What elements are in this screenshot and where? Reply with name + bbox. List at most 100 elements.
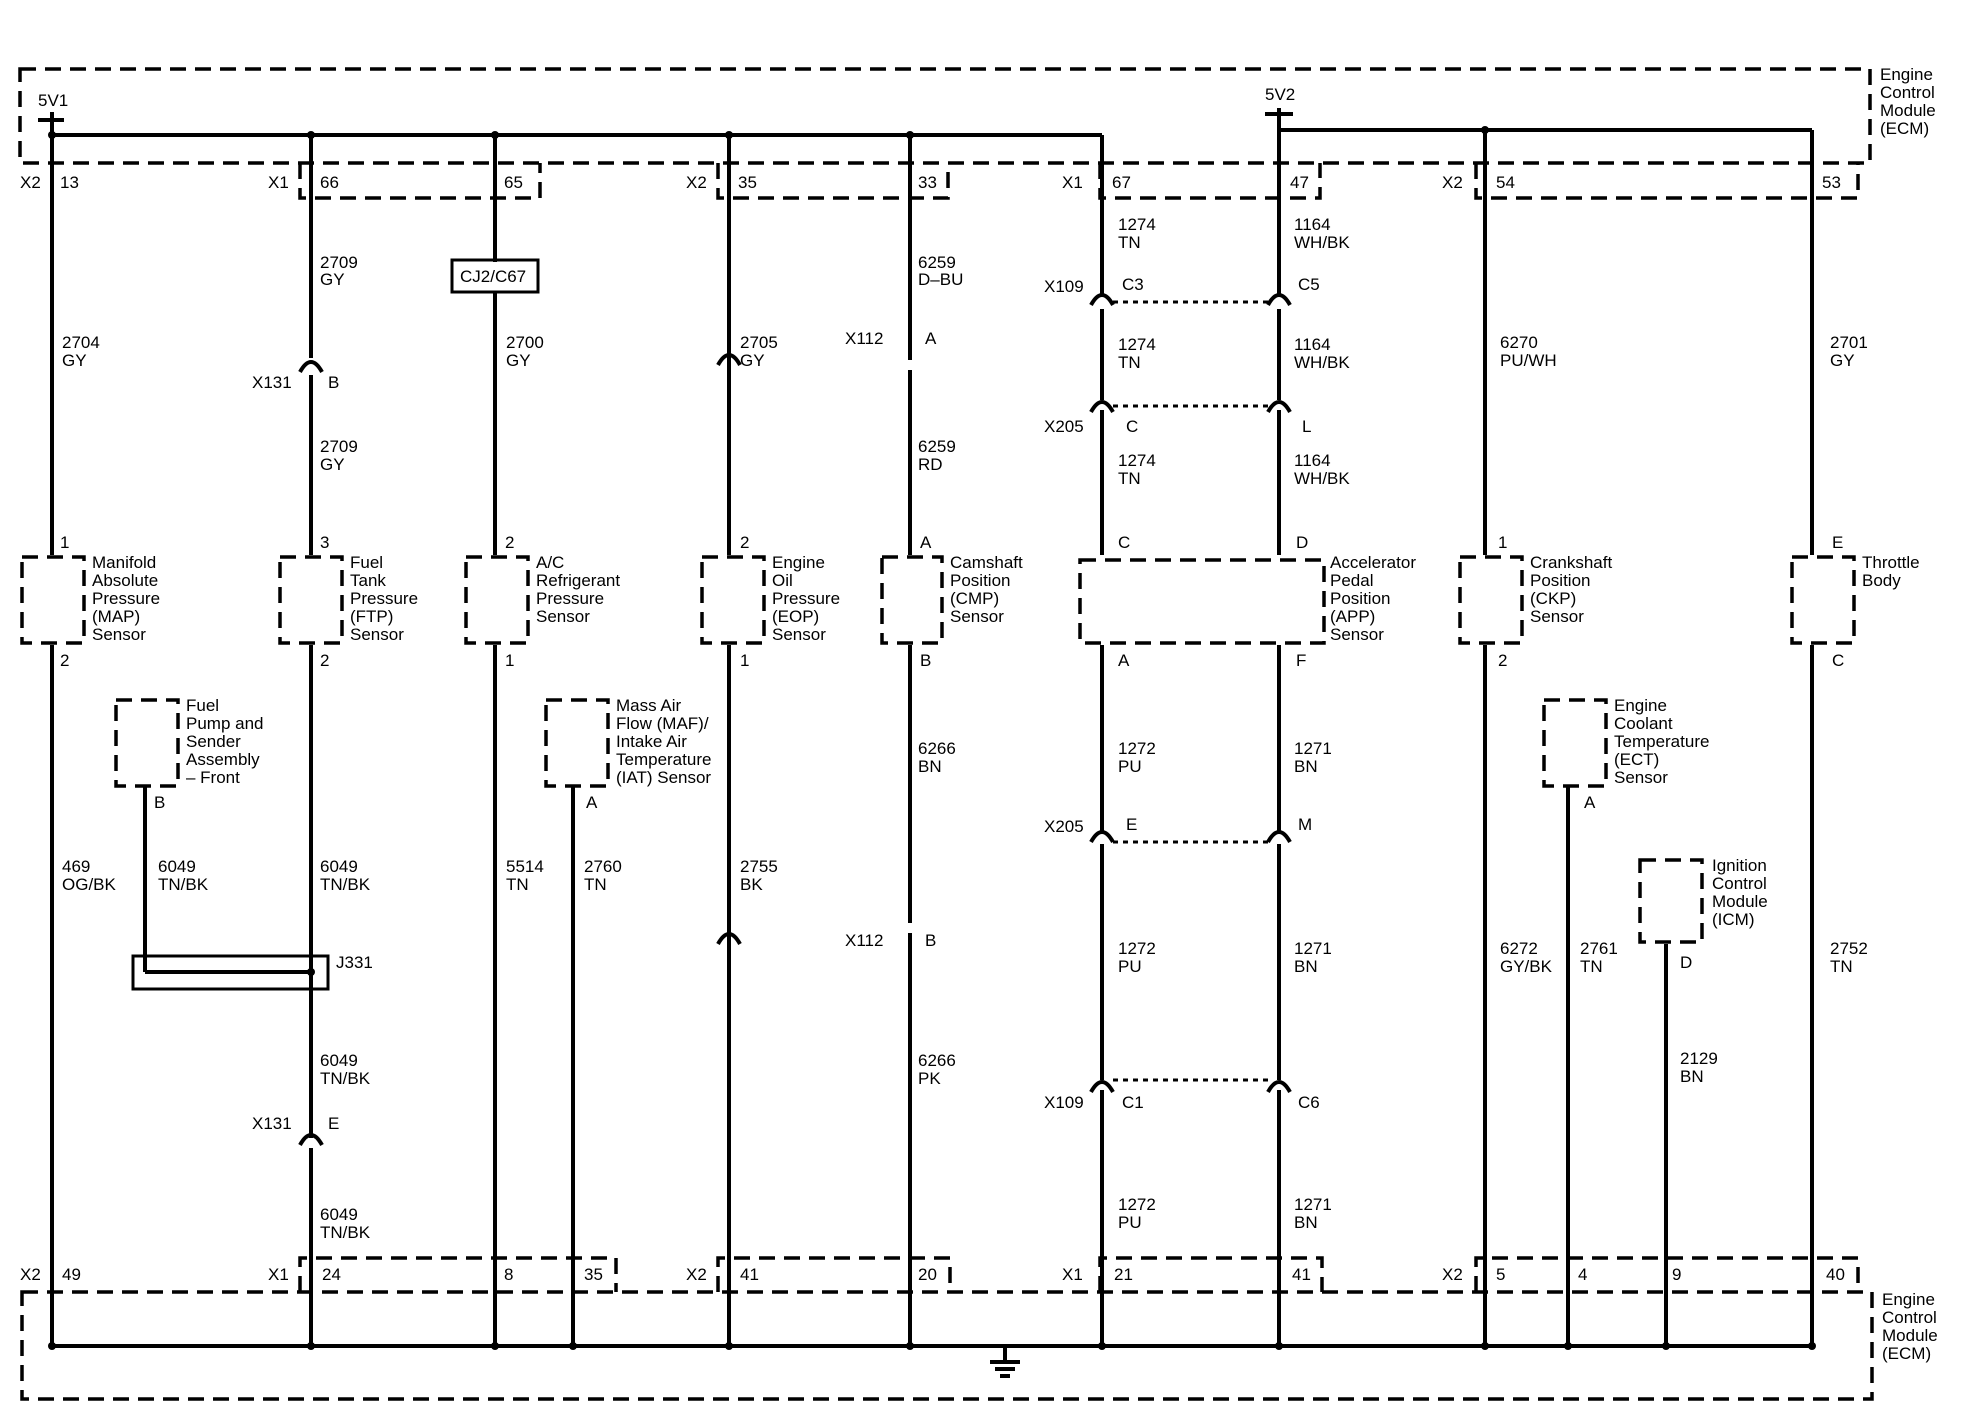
svg-text:6270: 6270 [1500, 333, 1538, 352]
svg-text:35: 35 [584, 1265, 603, 1284]
svg-text:Position: Position [1530, 571, 1590, 590]
svg-text:TN: TN [1118, 233, 1141, 252]
svg-text:B: B [154, 793, 165, 812]
junction-dots [48, 126, 1816, 1350]
svg-text:Absolute: Absolute [92, 571, 158, 590]
svg-text:GY: GY [320, 455, 345, 474]
svg-text:X2: X2 [1442, 1265, 1463, 1284]
supply-5v1: 5V1 [38, 91, 1104, 160]
svg-text:6259: 6259 [918, 253, 956, 272]
svg-text:6272: 6272 [1500, 939, 1538, 958]
svg-text:Oil: Oil [772, 571, 793, 590]
svg-text:1271: 1271 [1294, 939, 1332, 958]
svg-text:TN/BK: TN/BK [320, 1223, 371, 1242]
svg-text:Control: Control [1880, 83, 1935, 102]
svg-text:C3: C3 [1122, 275, 1144, 294]
svg-text:Pump and: Pump and [186, 714, 264, 733]
svg-text:D: D [1296, 533, 1308, 552]
svg-text:(CMP): (CMP) [950, 589, 999, 608]
svg-text:A: A [1584, 793, 1596, 812]
svg-text:Control: Control [1882, 1308, 1937, 1327]
svg-text:Sender: Sender [186, 732, 241, 751]
svg-text:Module: Module [1882, 1326, 1938, 1345]
svg-text:Accelerator: Accelerator [1330, 553, 1416, 572]
svg-text:M: M [1298, 815, 1312, 834]
svg-text:C5: C5 [1298, 275, 1320, 294]
svg-text:3: 3 [320, 533, 329, 552]
svg-text:TN/BK: TN/BK [320, 875, 371, 894]
svg-text:20: 20 [918, 1265, 937, 1284]
svg-text:Sensor: Sensor [772, 625, 826, 644]
svg-text:1: 1 [60, 533, 69, 552]
svg-text:Module: Module [1880, 101, 1936, 120]
svg-text:X2: X2 [686, 1265, 707, 1284]
svg-text:Manifold: Manifold [92, 553, 156, 572]
svg-text:Engine: Engine [1882, 1290, 1935, 1309]
svg-text:B: B [920, 651, 931, 670]
svg-text:6266: 6266 [918, 1051, 956, 1070]
svg-text:PU: PU [1118, 1213, 1142, 1232]
svg-text:E: E [1126, 815, 1137, 834]
svg-text:Crankshaft: Crankshaft [1530, 553, 1612, 572]
svg-text:Assembly: Assembly [186, 750, 260, 769]
svg-text:2: 2 [60, 651, 69, 670]
svg-text:D: D [1680, 953, 1692, 972]
svg-text:X205: X205 [1044, 417, 1084, 436]
svg-text:2752: 2752 [1830, 939, 1868, 958]
svg-text:X2: X2 [20, 1265, 41, 1284]
svg-text:2705: 2705 [740, 333, 778, 352]
svg-text:Intake Air: Intake Air [616, 732, 687, 751]
svg-text:C: C [1126, 417, 1138, 436]
svg-text:5V1: 5V1 [38, 91, 68, 110]
svg-text:BN: BN [1294, 1213, 1318, 1232]
ecm-top-outline [18, 67, 1872, 165]
splice-cj2-c67: CJ2/C67 [450, 258, 540, 294]
svg-text:PU/WH: PU/WH [1500, 351, 1557, 370]
svg-text:X2: X2 [686, 173, 707, 192]
svg-text:TN: TN [1118, 469, 1141, 488]
svg-text:Engine: Engine [1880, 65, 1933, 84]
svg-text:A: A [586, 793, 598, 812]
svg-text:E: E [1832, 533, 1843, 552]
svg-text:6049: 6049 [320, 857, 358, 876]
svg-text:2755: 2755 [740, 857, 778, 876]
svg-text:Sensor: Sensor [1614, 768, 1668, 787]
svg-text:1271: 1271 [1294, 739, 1332, 758]
svg-text:1271: 1271 [1294, 1195, 1332, 1214]
svg-text:BK: BK [740, 875, 763, 894]
svg-text:2704: 2704 [62, 333, 100, 352]
svg-text:CJ2/C67: CJ2/C67 [460, 267, 526, 286]
svg-text:5: 5 [1496, 1265, 1505, 1284]
svg-text:Module: Module [1712, 892, 1768, 911]
component-cmp-sensor: A B Camshaft Position (CMP) Sensor [880, 533, 1023, 670]
svg-text:Sensor: Sensor [536, 607, 590, 626]
svg-text:C6: C6 [1298, 1093, 1320, 1112]
svg-text:TN: TN [506, 875, 529, 894]
connector-x109-top: X109 C3 C5 [1044, 275, 1320, 307]
svg-text:2701: 2701 [1830, 333, 1868, 352]
connector-x112-top: X112 A [716, 329, 937, 367]
svg-text:9: 9 [1672, 1265, 1681, 1284]
svg-text:Sensor: Sensor [92, 625, 146, 644]
svg-text:6266: 6266 [918, 739, 956, 758]
svg-text:1274: 1274 [1118, 215, 1156, 234]
svg-text:6259: 6259 [918, 437, 956, 456]
svg-text:PU: PU [1118, 757, 1142, 776]
svg-text:Sensor: Sensor [350, 625, 404, 644]
svg-text:1272: 1272 [1118, 739, 1156, 758]
component-ftp-sensor: 3 2 Fuel Tank Pressure (FTP) Sensor [278, 533, 418, 670]
svg-text:(MAP): (MAP) [92, 607, 140, 626]
svg-text:Ignition: Ignition [1712, 856, 1767, 875]
svg-text:6049: 6049 [320, 1051, 358, 1070]
svg-text:1272: 1272 [1118, 939, 1156, 958]
supply-5v2: 5V2 [1265, 85, 1814, 160]
svg-text:C1: C1 [1122, 1093, 1144, 1112]
svg-text:469: 469 [62, 857, 90, 876]
connector-x131-top: X131 B [252, 360, 339, 392]
svg-text:BN: BN [1680, 1067, 1704, 1086]
svg-text:WH/BK: WH/BK [1294, 233, 1350, 252]
svg-text:(ECM): (ECM) [1880, 119, 1929, 138]
svg-text:A/C: A/C [536, 553, 564, 572]
svg-text:GY: GY [320, 270, 345, 289]
svg-text:Flow (MAF)/: Flow (MAF)/ [616, 714, 709, 733]
